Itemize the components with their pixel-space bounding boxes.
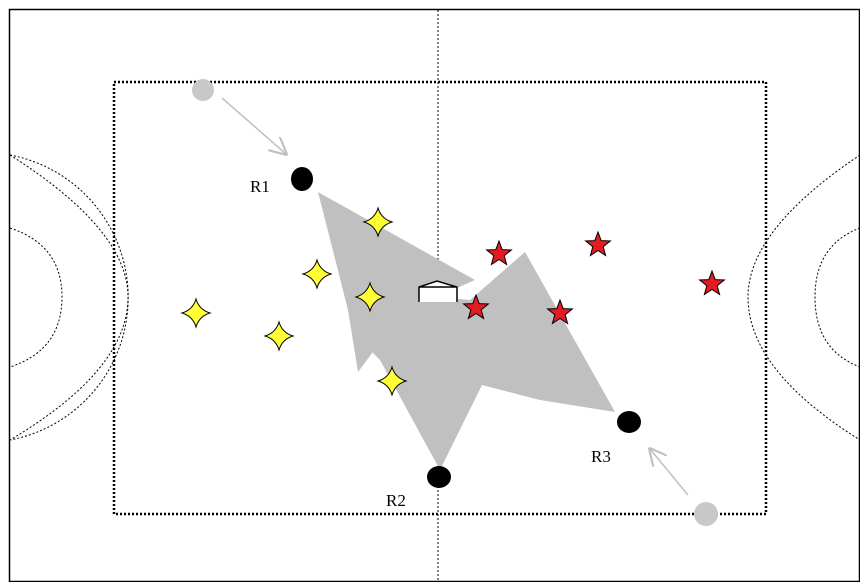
team-a-players: [462, 230, 726, 325]
coverage-area-lower: [360, 252, 615, 470]
team-b-player-cross-icon: [354, 281, 386, 313]
r1-movement-arrow: [221, 97, 286, 154]
r3-start-position-icon: [694, 502, 718, 526]
team-b-player-cross-icon: [263, 320, 295, 352]
r1-start-position-icon: [192, 79, 214, 101]
right-outer-arc: [747, 154, 860, 441]
referee-r3-label: R3: [591, 447, 611, 466]
coverage-area: [318, 192, 475, 372]
team-b-player-cross-icon: [180, 297, 212, 329]
referee-r2-icon: [427, 466, 451, 488]
team-a-player-star-icon: [584, 230, 612, 257]
left-outer-arc-extent: [9, 154, 129, 441]
puck-icon: [418, 280, 458, 302]
team-a-player-star-icon: [546, 298, 574, 325]
referee-r3-icon: [617, 411, 641, 433]
right-inner-arc: [814, 227, 860, 368]
team-a-player-star-icon: [485, 239, 513, 266]
referee-r1-label: R1: [250, 177, 270, 196]
referee-r2-label: R2: [386, 491, 406, 510]
team-b-player-cross-icon: [301, 258, 333, 290]
team-b-player-cross-icon: [376, 365, 408, 397]
team-a-player-star-icon: [698, 269, 726, 296]
referee-r1-icon: [291, 167, 313, 191]
left-inner-arc: [9, 227, 63, 368]
team-a-player-star-icon: [462, 293, 490, 320]
team-b-player-cross-icon: [362, 206, 394, 238]
r3-movement-arrow: [650, 449, 689, 496]
inner-area-rectangle: [112, 80, 768, 516]
team-b-players: [180, 206, 408, 397]
